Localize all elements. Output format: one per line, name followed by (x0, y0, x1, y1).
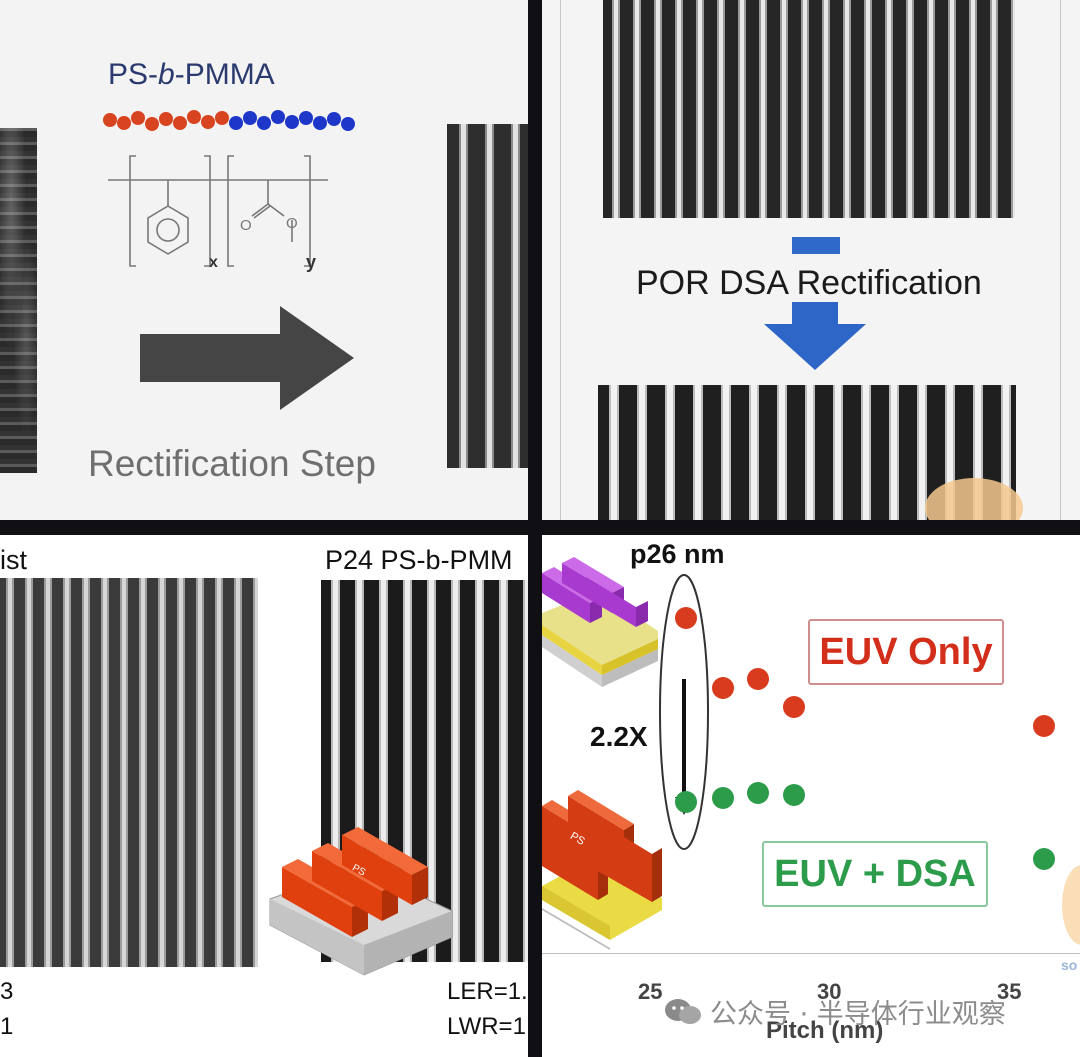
x-tick-25: 25 (638, 979, 663, 1004)
frame-line-right (1060, 0, 1061, 520)
dsa-point-3 (747, 782, 769, 804)
euv-point-1 (675, 607, 697, 629)
svg-text:O: O (286, 215, 298, 232)
panel-resist-vs-block-copolymer: ist P24 PS-b-PMM PS 3 1 LER=1. LWR=1 (0, 535, 528, 1057)
panel-pitch-comparison-plot: p26 nm (542, 535, 1080, 1057)
x-tick-35: 35 (997, 979, 1022, 1004)
subscript-x: x (209, 254, 218, 271)
sem-image-before-rectification (603, 0, 1015, 218)
down-arrow-icon (764, 302, 866, 370)
svg-text:O: O (240, 217, 252, 234)
dsa-line-model-illustration (542, 790, 662, 950)
frame-line-left (560, 0, 561, 520)
euv-point-3 (747, 668, 769, 690)
dsa-point-5 (1033, 848, 1055, 870)
panel-copolymer-rectification: PS-b-PMMA O (0, 0, 528, 520)
left-footer-line-2: 1 (0, 1013, 14, 1040)
x-axis-line (542, 953, 1080, 954)
x-axis-label: Pitch (nm) (766, 1017, 884, 1044)
dsa-point-2 (712, 787, 734, 809)
euv-point-2 (712, 677, 734, 699)
line-model-illustration (269, 827, 453, 976)
logo-badge-icon (1062, 865, 1080, 945)
watermark-text: 公众号 · 半导体行业观察 (710, 999, 1006, 1030)
corner-text: so (1061, 957, 1078, 973)
resist-line-model-illustration (542, 557, 658, 687)
wechat-icon (665, 998, 701, 1024)
panel-por-dsa-rectification: POR DSA Rectification (542, 0, 1080, 520)
chemical-structure: O O (108, 155, 328, 267)
ler-label: LER=1. (447, 978, 528, 1005)
sem-image-rough-lines (0, 128, 37, 473)
legend-euv-only: EUV Only (808, 619, 1004, 685)
process-label: POR DSA Rectification (636, 264, 982, 302)
copolymer-bead-chain (103, 110, 355, 131)
sem-image-rectified-lines (447, 124, 528, 468)
left-image-title: ist (0, 545, 27, 575)
pitch-title: p26 nm (630, 539, 725, 569)
right-arrow-icon (140, 306, 354, 410)
dsa-point-1 (675, 791, 697, 813)
sem-image-resist-lines (0, 578, 258, 967)
copolymer-label: PS-b-PMMA (108, 58, 275, 91)
x-tick-30: 30 (817, 979, 842, 1004)
ratio-label: 2.2X (590, 721, 648, 752)
logo-badge-icon (925, 478, 1023, 520)
euv-point-5 (1033, 715, 1055, 737)
rectification-step-label: Rectification Step (88, 443, 376, 484)
subscript-y: y (306, 252, 317, 272)
minus-icon (792, 237, 840, 254)
watermark: 公众号 · 半导体行业观察 (664, 992, 1006, 1031)
euv-point-4 (783, 696, 805, 718)
left-footer-line-1: 3 (0, 978, 14, 1005)
dsa-point-4 (783, 784, 805, 806)
lwr-label: LWR=1 (447, 1013, 526, 1040)
legend-euv-dsa: EUV + DSA (762, 841, 988, 907)
right-image-title: P24 PS-b-PMM (325, 545, 513, 575)
